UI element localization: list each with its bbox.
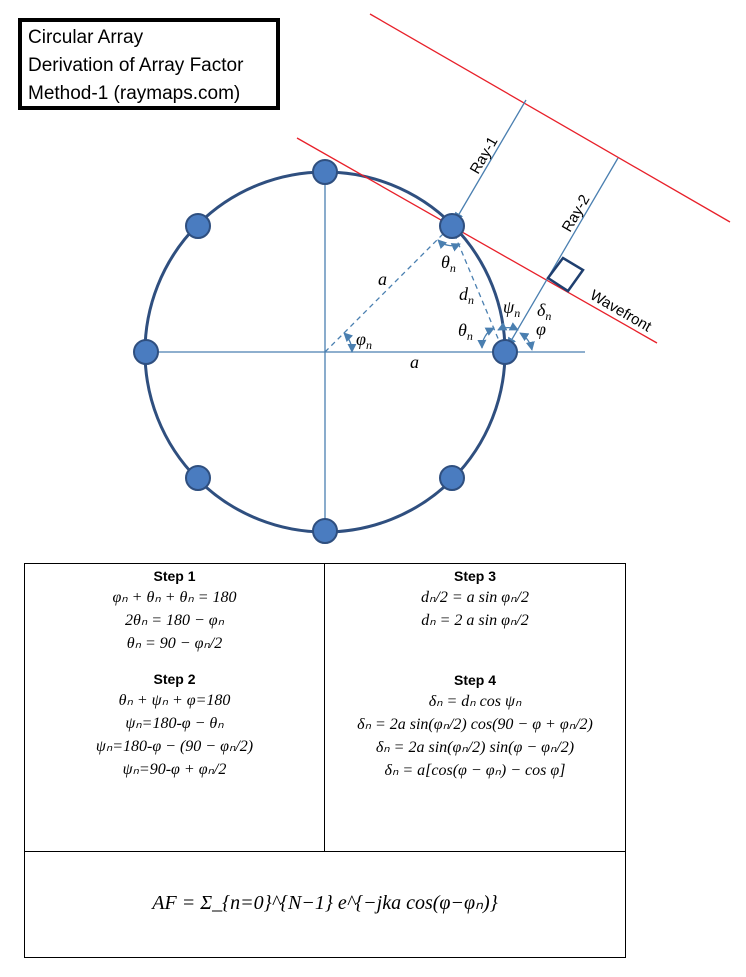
- ray-1: [454, 99, 527, 222]
- array-element: [185, 465, 211, 491]
- psi-n-label: ψn: [503, 297, 520, 320]
- step-2-eq-1: θₙ + ψₙ + φ=180: [118, 692, 231, 709]
- theta-n-label-top: θn: [441, 252, 456, 275]
- wavefront-line-upper: [369, 13, 731, 223]
- steps-3-4-cell: Step 3 dₙ/2 = a sin φₙ/2 dₙ = 2 a sin φₙ…: [325, 564, 625, 851]
- array-element: [492, 339, 518, 365]
- step-2-title: Step 2: [153, 671, 196, 687]
- title-line-3: Method-1 (raymaps.com): [28, 83, 241, 104]
- steps-1-2-cell: Step 1 φₙ + θₙ + θₙ = 180 2θₙ = 180 − φₙ…: [25, 564, 325, 851]
- wavefront-line: [296, 137, 658, 344]
- step-2-eq-4: ψₙ=90-φ + φₙ/2: [122, 761, 227, 778]
- step-1-title: Step 1: [153, 568, 196, 584]
- step-3-eq-2: dₙ = 2 a sin φₙ/2: [421, 612, 529, 629]
- step-2-eq-3: ψₙ=180-φ − (90 − φₙ/2): [95, 738, 254, 755]
- step-4-eq-4: δₙ = a[cos(φ − φₙ) − cos φ]: [384, 762, 566, 779]
- delta-n-label: δn: [537, 300, 551, 323]
- step-1-eq-1: φₙ + θₙ + θₙ = 180: [112, 589, 237, 606]
- title-line-1: Circular Array: [28, 27, 144, 48]
- phi-n-label: φn: [356, 329, 372, 352]
- derivation-table: Step 1 φₙ + θₙ + θₙ = 180 2θₙ = 180 − φₙ…: [24, 563, 626, 958]
- wavefront-label: Wavefront: [587, 287, 655, 336]
- theta-n-arc-bottom: [477, 327, 495, 349]
- title-line-2: Derivation of Array Factor: [28, 55, 244, 76]
- step-1-eq-3: θₙ = 90 − φₙ/2: [126, 635, 223, 652]
- radius-label-diag: a: [378, 269, 387, 289]
- array-element: [439, 465, 465, 491]
- ray-2: [507, 157, 619, 347]
- radius-label-horiz: a: [410, 352, 419, 372]
- theta-n-arc-top: [437, 239, 461, 252]
- array-factor-formula: AF = Σ_{n=0}^{N−1} e^{−jka cos(φ−φₙ)}: [152, 892, 498, 914]
- step-4-eq-3: δₙ = 2a sin(φₙ/2) sin(φ − φₙ/2): [375, 739, 575, 756]
- title-box: Circular Array Derivation of Array Facto…: [18, 18, 280, 110]
- d-n-label: dn: [459, 284, 474, 307]
- psi-n-arc: [497, 322, 519, 331]
- array-elements: [133, 159, 518, 544]
- array-element: [133, 339, 159, 365]
- array-element: [312, 518, 338, 544]
- ray-2-label: Ray-2: [559, 192, 594, 235]
- step-3-eq-1: dₙ/2 = a sin φₙ/2: [421, 589, 529, 606]
- array-element: [439, 213, 465, 239]
- step-3-title: Step 3: [453, 568, 496, 584]
- array-element: [312, 159, 338, 185]
- step-4-eq-2: δₙ = 2a sin(φₙ/2) cos(90 − φ + φₙ/2): [357, 716, 593, 733]
- array-factor-cell: AF = Σ_{n=0}^{N−1} e^{−jka cos(φ−φₙ)}: [25, 851, 625, 957]
- step-4-title: Step 4: [453, 672, 496, 688]
- ray-1-label: Ray-1: [467, 134, 502, 177]
- right-angle-marker: [546, 256, 585, 293]
- array-element: [185, 213, 211, 239]
- step-2-eq-2: ψₙ=180-φ − θₙ: [125, 715, 224, 732]
- circular-array-diagram: Ray-1 Ray-2 Wavefront a a φn θn dn θn ψn…: [133, 13, 731, 544]
- phi-arc: [519, 332, 535, 351]
- theta-n-label-bottom: θn: [458, 320, 473, 343]
- step-1-eq-2: 2θₙ = 180 − φₙ: [124, 612, 225, 629]
- phi-label: φ: [536, 319, 546, 339]
- phi-n-arc: [343, 332, 357, 353]
- radius-dashed: [324, 225, 452, 353]
- step-4-eq-1: δₙ = dₙ cos ψₙ: [428, 693, 522, 710]
